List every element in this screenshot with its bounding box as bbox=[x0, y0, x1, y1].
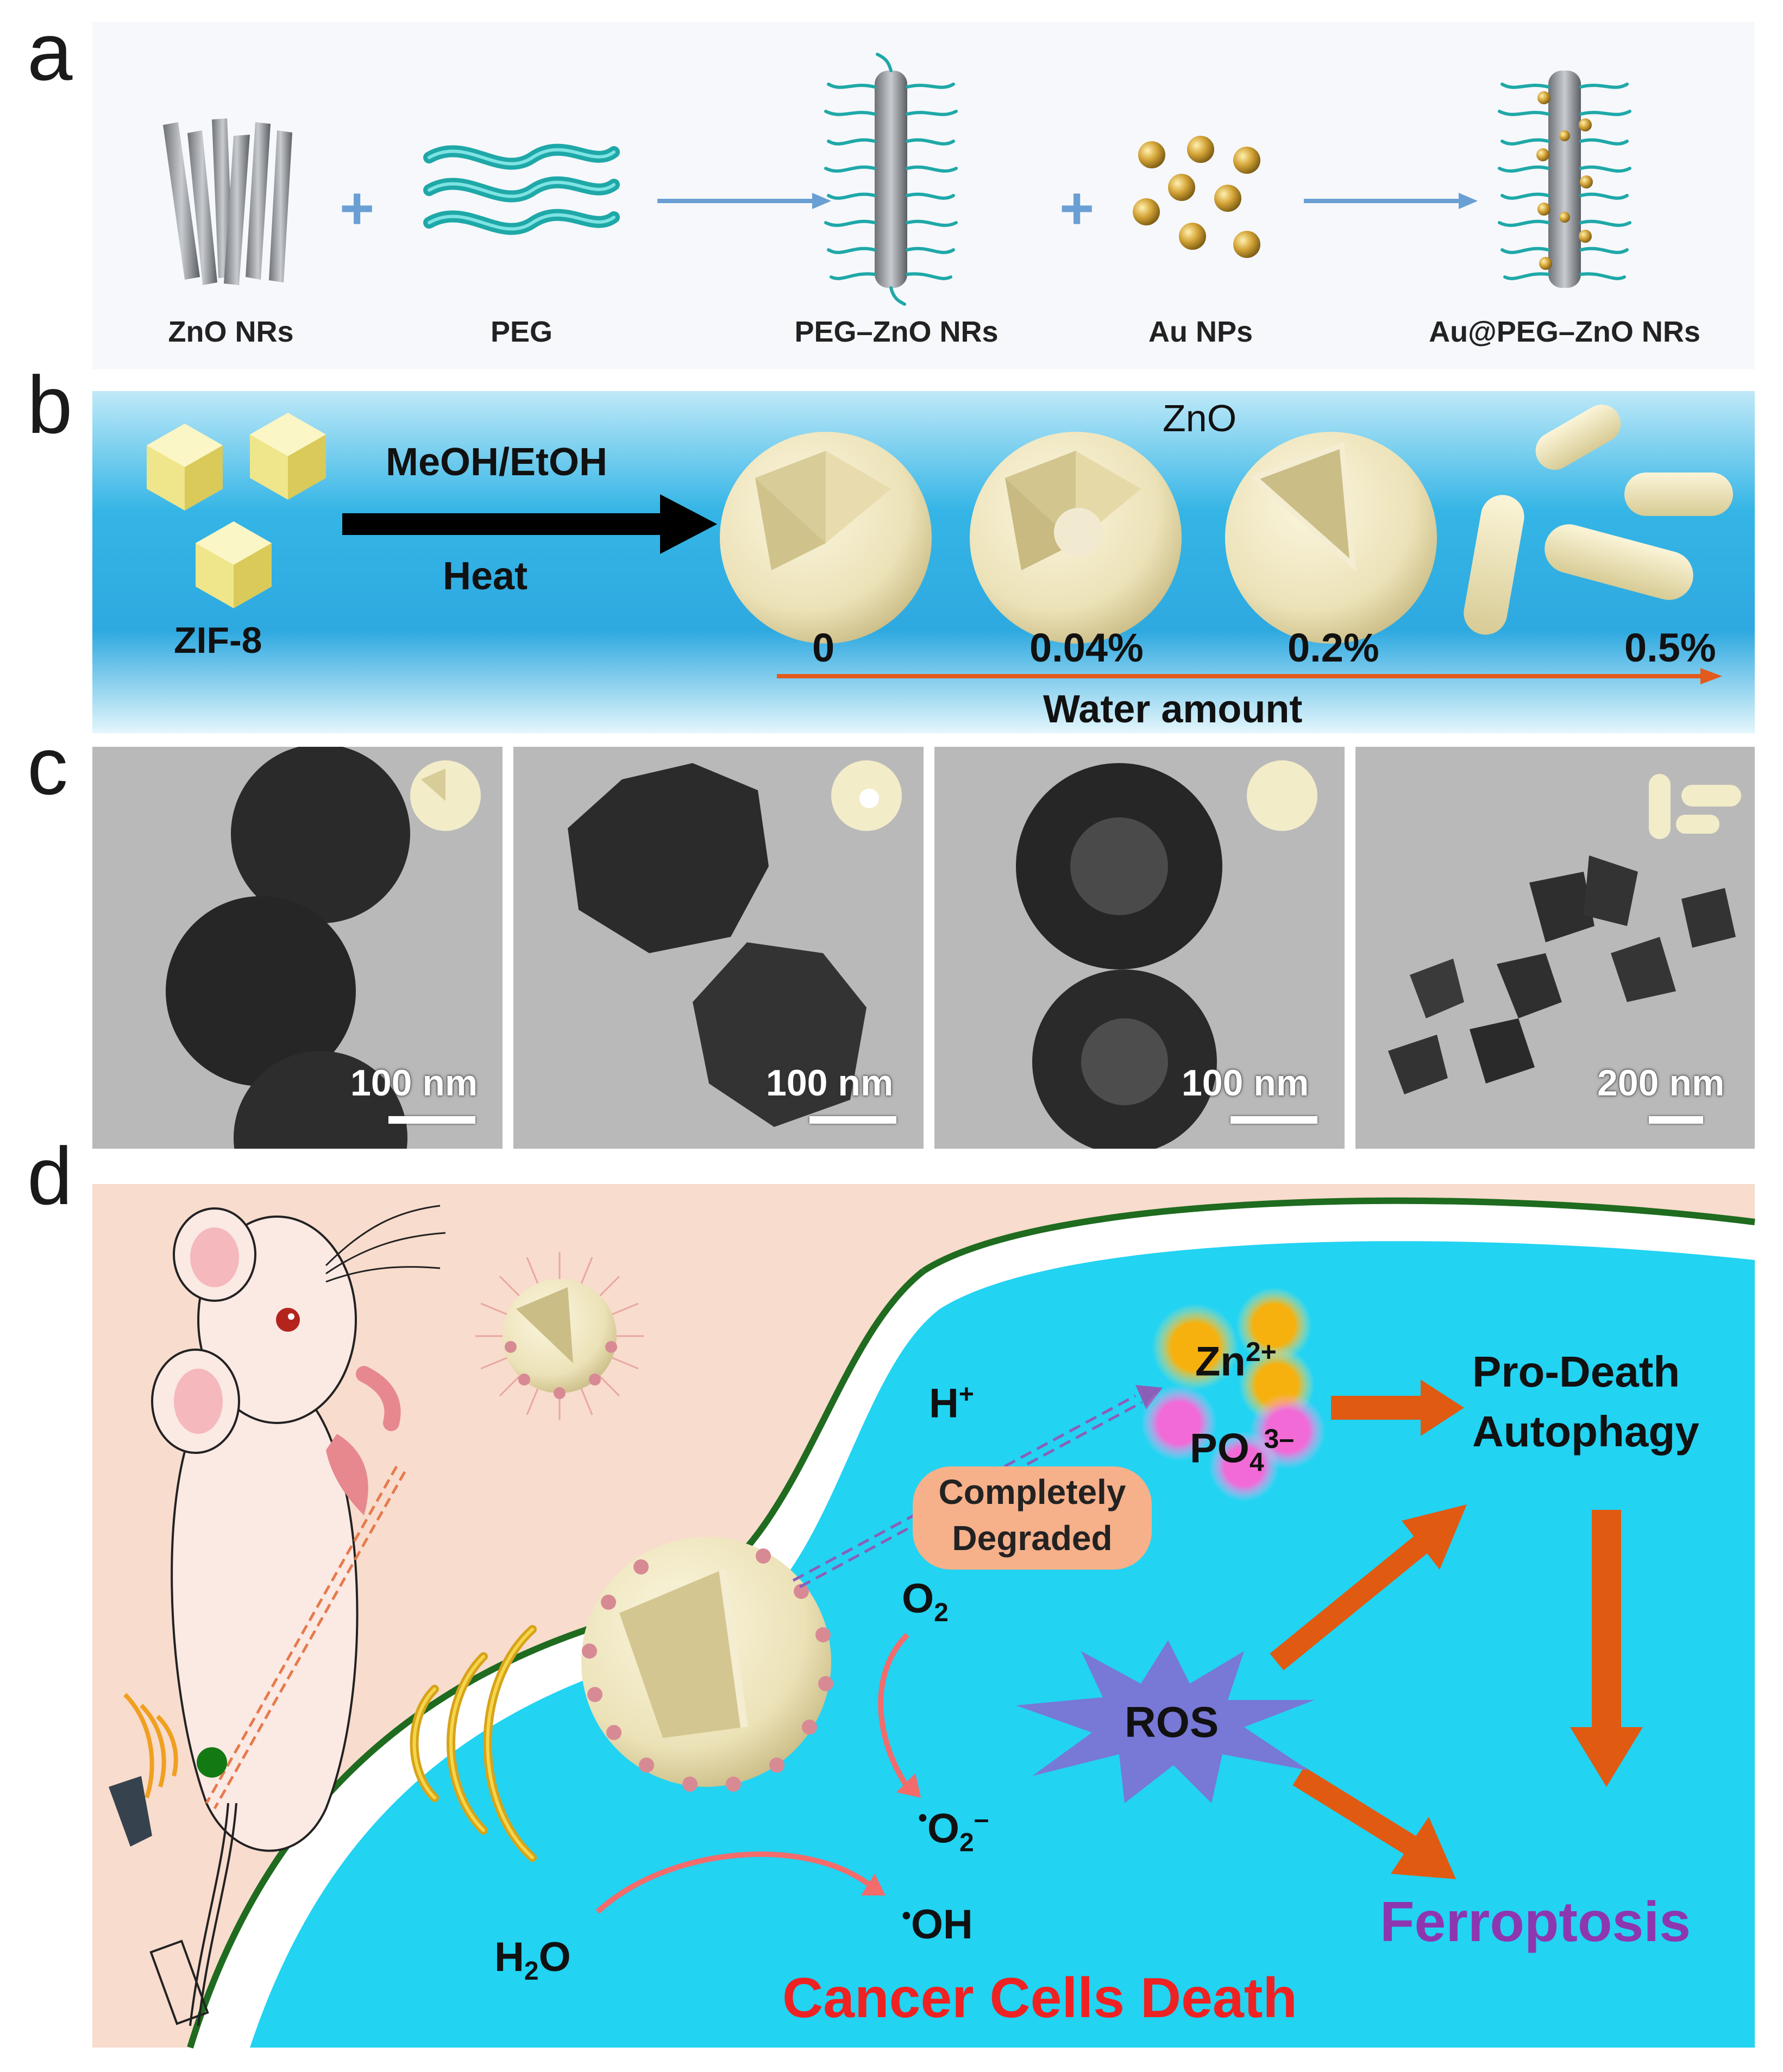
water-level-1: 0.04% bbox=[1029, 625, 1144, 670]
ferroptosis-label: Ferroptosis bbox=[1380, 1891, 1691, 1954]
zif8-crystals-icon bbox=[147, 413, 326, 608]
zno-nrs-label: ZnO NRs bbox=[168, 316, 294, 348]
scale-bar-label-4: 200 nm bbox=[1597, 1062, 1725, 1104]
peg-label: PEG bbox=[490, 316, 553, 348]
water-level-0: 0 bbox=[812, 625, 835, 670]
au-peg-zno-nrs-label: Au@PEG–ZnO NRs bbox=[1429, 316, 1700, 348]
au-nps-label: Au NPs bbox=[1148, 316, 1253, 348]
scale-bar-label-1: 100 nm bbox=[350, 1062, 478, 1104]
degraded-line-1: Completely bbox=[938, 1472, 1126, 1512]
zinc-symbol: Zn bbox=[1195, 1338, 1246, 1385]
plus-sign-2: + bbox=[1059, 175, 1095, 242]
peg-zno-nrs-label: PEG–ZnO NRs bbox=[794, 316, 999, 348]
zno-nanorods-icon bbox=[163, 118, 292, 285]
oxygen-symbol: O bbox=[902, 1576, 934, 1622]
superoxide-subscript: 2 bbox=[959, 1828, 974, 1857]
scale-bar-1 bbox=[388, 1116, 475, 1124]
arrow-a-1 bbox=[657, 193, 831, 209]
scale-bar-2 bbox=[809, 1116, 896, 1124]
tem-image-1: 100 nm bbox=[92, 747, 503, 1149]
ion-cluster-icon bbox=[1141, 1287, 1326, 1502]
synthesis-arrow bbox=[342, 494, 717, 554]
water-level-2: 0.2% bbox=[1288, 625, 1379, 670]
tem-image-3: 100 nm bbox=[934, 747, 1345, 1149]
ros-starburst-icon bbox=[1016, 1640, 1315, 1803]
solvent-label: MeOH/EtOH bbox=[386, 440, 608, 484]
arrow-a-2 bbox=[1304, 193, 1478, 209]
nanorods-product-icon bbox=[1464, 405, 1733, 635]
hollow-nanoparticle-icon bbox=[581, 1537, 833, 1792]
mouse-illustration bbox=[109, 1205, 446, 2026]
pro-death-label: Pro-Death bbox=[1472, 1347, 1680, 1396]
superoxide-charge: – bbox=[974, 1804, 989, 1834]
orange-arrows bbox=[1270, 1380, 1643, 1879]
phosphate-symbol: PO bbox=[1190, 1425, 1250, 1472]
ultrasound-waves-icon bbox=[410, 1625, 537, 1862]
degraded-line-2: Degraded bbox=[952, 1519, 1113, 1558]
water-level-3: 0.5% bbox=[1624, 625, 1716, 670]
peg-icon bbox=[423, 143, 620, 235]
water-amount-label: Water amount bbox=[1043, 688, 1303, 731]
heat-label: Heat bbox=[443, 555, 528, 598]
peg-zno-nanorod-icon bbox=[824, 53, 958, 306]
zinc-ion-label: Zn2+ bbox=[1195, 1336, 1277, 1385]
panel-label-b: b bbox=[27, 359, 73, 450]
superoxide-symbol: O bbox=[927, 1805, 959, 1852]
panel-label-d: d bbox=[27, 1130, 73, 1221]
small-nanoparticle-icon bbox=[475, 1252, 644, 1420]
zif8-label: ZIF-8 bbox=[174, 620, 262, 661]
pink-reaction-arrows bbox=[595, 1633, 921, 1914]
water-symbol: H bbox=[494, 1934, 524, 1980]
proton-label: H+ bbox=[929, 1380, 974, 1427]
cancer-cells-death-label: Cancer Cells Death bbox=[782, 1967, 1297, 2030]
water-label: H2O bbox=[494, 1934, 571, 1986]
water-subscript: 2 bbox=[524, 1957, 539, 1986]
scale-bar-label-3: 100 nm bbox=[1182, 1062, 1309, 1104]
scale-bar-4 bbox=[1649, 1116, 1703, 1124]
phosphate-subscript: 4 bbox=[1249, 1448, 1264, 1477]
scale-bar-label-2: 100 nm bbox=[766, 1062, 894, 1104]
au-peg-zno-nanorod-icon bbox=[1498, 71, 1631, 288]
gold-nanoparticles-icon bbox=[1133, 136, 1260, 258]
ros-label: ROS bbox=[1125, 1698, 1219, 1746]
oxygen-subscript: 2 bbox=[934, 1598, 949, 1628]
cell-scheme-background bbox=[92, 1184, 1755, 2049]
phosphate-ion-label: PO43– bbox=[1190, 1423, 1294, 1478]
hydroxyl-radical-dot: • bbox=[902, 1901, 911, 1930]
water-amount-arrow bbox=[777, 668, 1722, 684]
autophagy-label: Autophagy bbox=[1472, 1407, 1699, 1456]
zinc-charge: 2+ bbox=[1245, 1337, 1277, 1367]
tem-image-2: 100 nm bbox=[513, 747, 924, 1149]
degraded-badge bbox=[913, 1466, 1152, 1570]
hydroxyl-label: •OH bbox=[902, 1901, 973, 1948]
phosphate-charge: 3– bbox=[1264, 1424, 1295, 1454]
tem-image-4: 200 nm bbox=[1355, 747, 1755, 1149]
proton-symbol: H bbox=[929, 1380, 959, 1427]
scale-bar-3 bbox=[1230, 1116, 1317, 1124]
panel-label-c: c bbox=[27, 720, 68, 811]
plus-sign-1: + bbox=[340, 175, 375, 242]
water-tail: O bbox=[538, 1934, 571, 1980]
yolk-shell-sphere-icon bbox=[970, 432, 1182, 644]
hydroxyl-symbol: OH bbox=[911, 1901, 973, 1948]
zno-label: ZnO bbox=[1163, 397, 1237, 439]
proton-charge: + bbox=[958, 1380, 974, 1409]
solid-sphere-icon bbox=[720, 432, 932, 644]
hollow-sphere-icon bbox=[1225, 432, 1437, 644]
panel-label-a: a bbox=[27, 6, 73, 97]
superoxide-radical-dot: • bbox=[918, 1804, 927, 1832]
oxygen-label: O2 bbox=[902, 1575, 949, 1628]
superoxide-label: •O2– bbox=[918, 1803, 989, 1858]
